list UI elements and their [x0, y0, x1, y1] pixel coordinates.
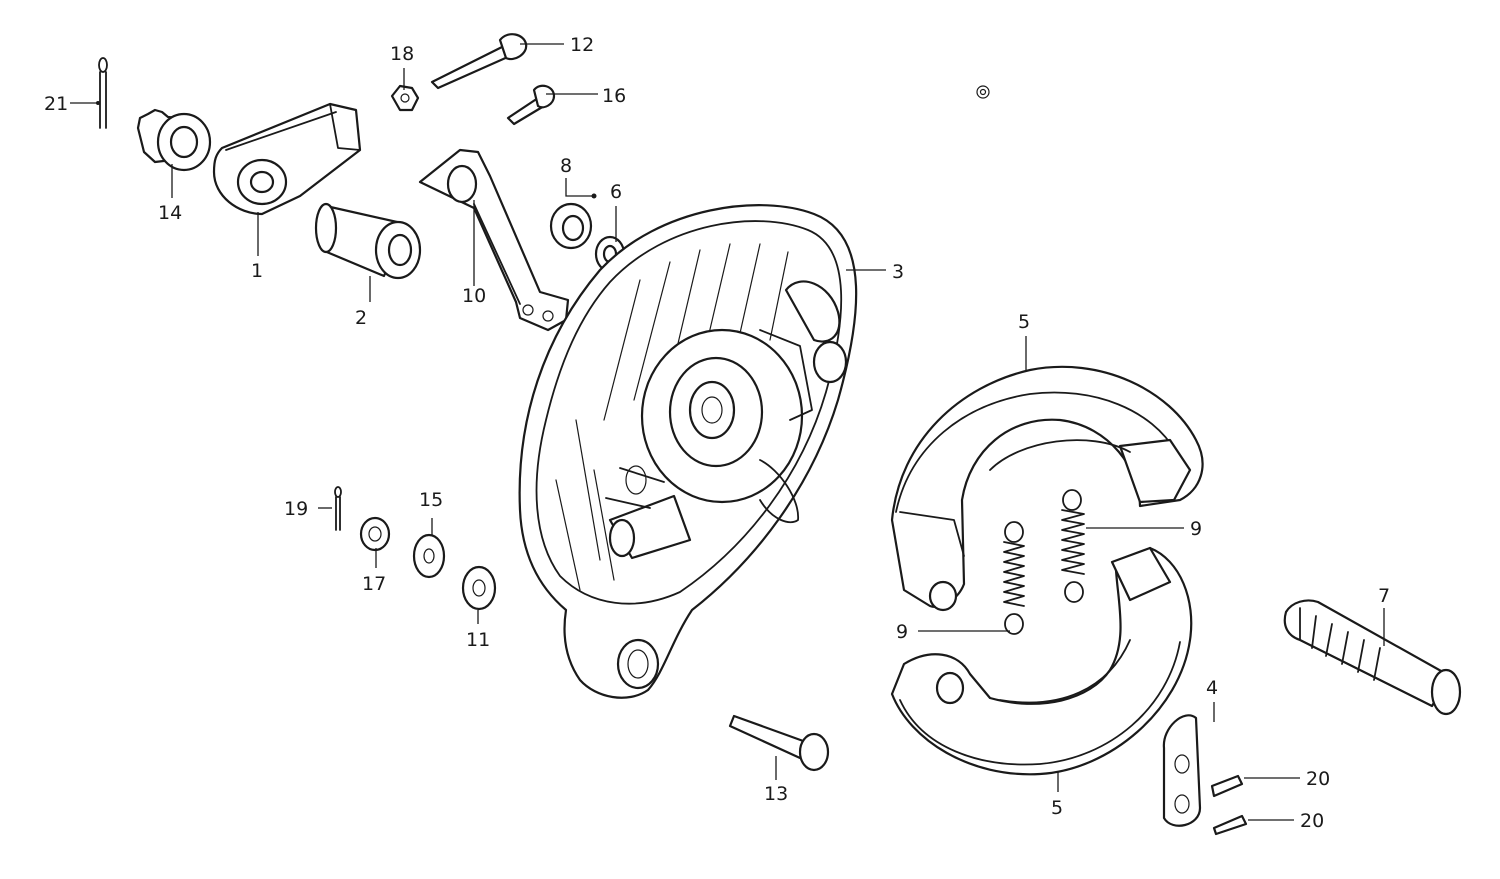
- callout-15: 15: [419, 489, 443, 511]
- corner-mark: [976, 85, 990, 99]
- part-5-lower-brake-shoe: [890, 546, 1193, 776]
- part-20-pin-upper: [1210, 774, 1244, 798]
- part-2-sleeve: [314, 202, 422, 280]
- part-9-spring-left: [1003, 521, 1025, 635]
- callout-9-right: 9: [1190, 518, 1202, 540]
- callout-11: 11: [466, 629, 490, 651]
- callout-14: 14: [158, 202, 182, 224]
- part-3-brake-panel: [518, 204, 858, 699]
- part-16-bolt: [506, 84, 556, 126]
- part-17-castle-nut: [359, 516, 391, 552]
- callout-7: 7: [1378, 585, 1390, 607]
- callout-5-lower: 5: [1051, 797, 1063, 819]
- part-13-pin: [728, 714, 830, 772]
- part-5-upper-brake-shoe: [890, 365, 1204, 612]
- callout-9-left: 9: [896, 621, 908, 643]
- callout-20-upper: 20: [1306, 768, 1330, 790]
- part-1-brake-arm: [212, 102, 362, 216]
- callout-12: 12: [570, 34, 594, 56]
- callout-20-lower: 20: [1300, 810, 1324, 832]
- part-11-washer: [461, 565, 497, 611]
- callout-1: 1: [251, 260, 263, 282]
- part-15-washer: [412, 533, 446, 579]
- callout-16: 16: [602, 85, 626, 107]
- callout-13: 13: [764, 783, 788, 805]
- callout-labels: 1 2 3 4 5 5 6 7 8 9 9 10 11 12 13 14 15 …: [44, 34, 1390, 832]
- part-10-cam-lever: [418, 148, 570, 332]
- part-8-clip: [549, 202, 593, 250]
- callout-17: 17: [362, 573, 386, 595]
- callout-21: 21: [44, 93, 68, 115]
- callout-8: 8: [560, 155, 572, 177]
- part-19-pin: [334, 486, 342, 531]
- part-14-collar: [136, 108, 212, 172]
- leader-lines: [70, 43, 1385, 821]
- part-12-bolt: [430, 33, 528, 90]
- callout-3: 3: [892, 261, 904, 283]
- callout-18: 18: [390, 43, 414, 65]
- callout-2: 2: [355, 307, 367, 329]
- callout-19: 19: [284, 498, 308, 520]
- part-9-spring-right: [1061, 489, 1085, 603]
- callout-6: 6: [610, 181, 622, 203]
- callout-5-upper: 5: [1018, 311, 1030, 333]
- part-21-cotter-pin: [98, 57, 108, 129]
- part-18-nut: [390, 84, 420, 112]
- callout-10: 10: [462, 285, 486, 307]
- part-7-shaft: [1283, 599, 1462, 716]
- callout-4: 4: [1206, 677, 1218, 699]
- part-4-plate: [1162, 714, 1202, 827]
- part-20-pin-lower: [1212, 814, 1248, 836]
